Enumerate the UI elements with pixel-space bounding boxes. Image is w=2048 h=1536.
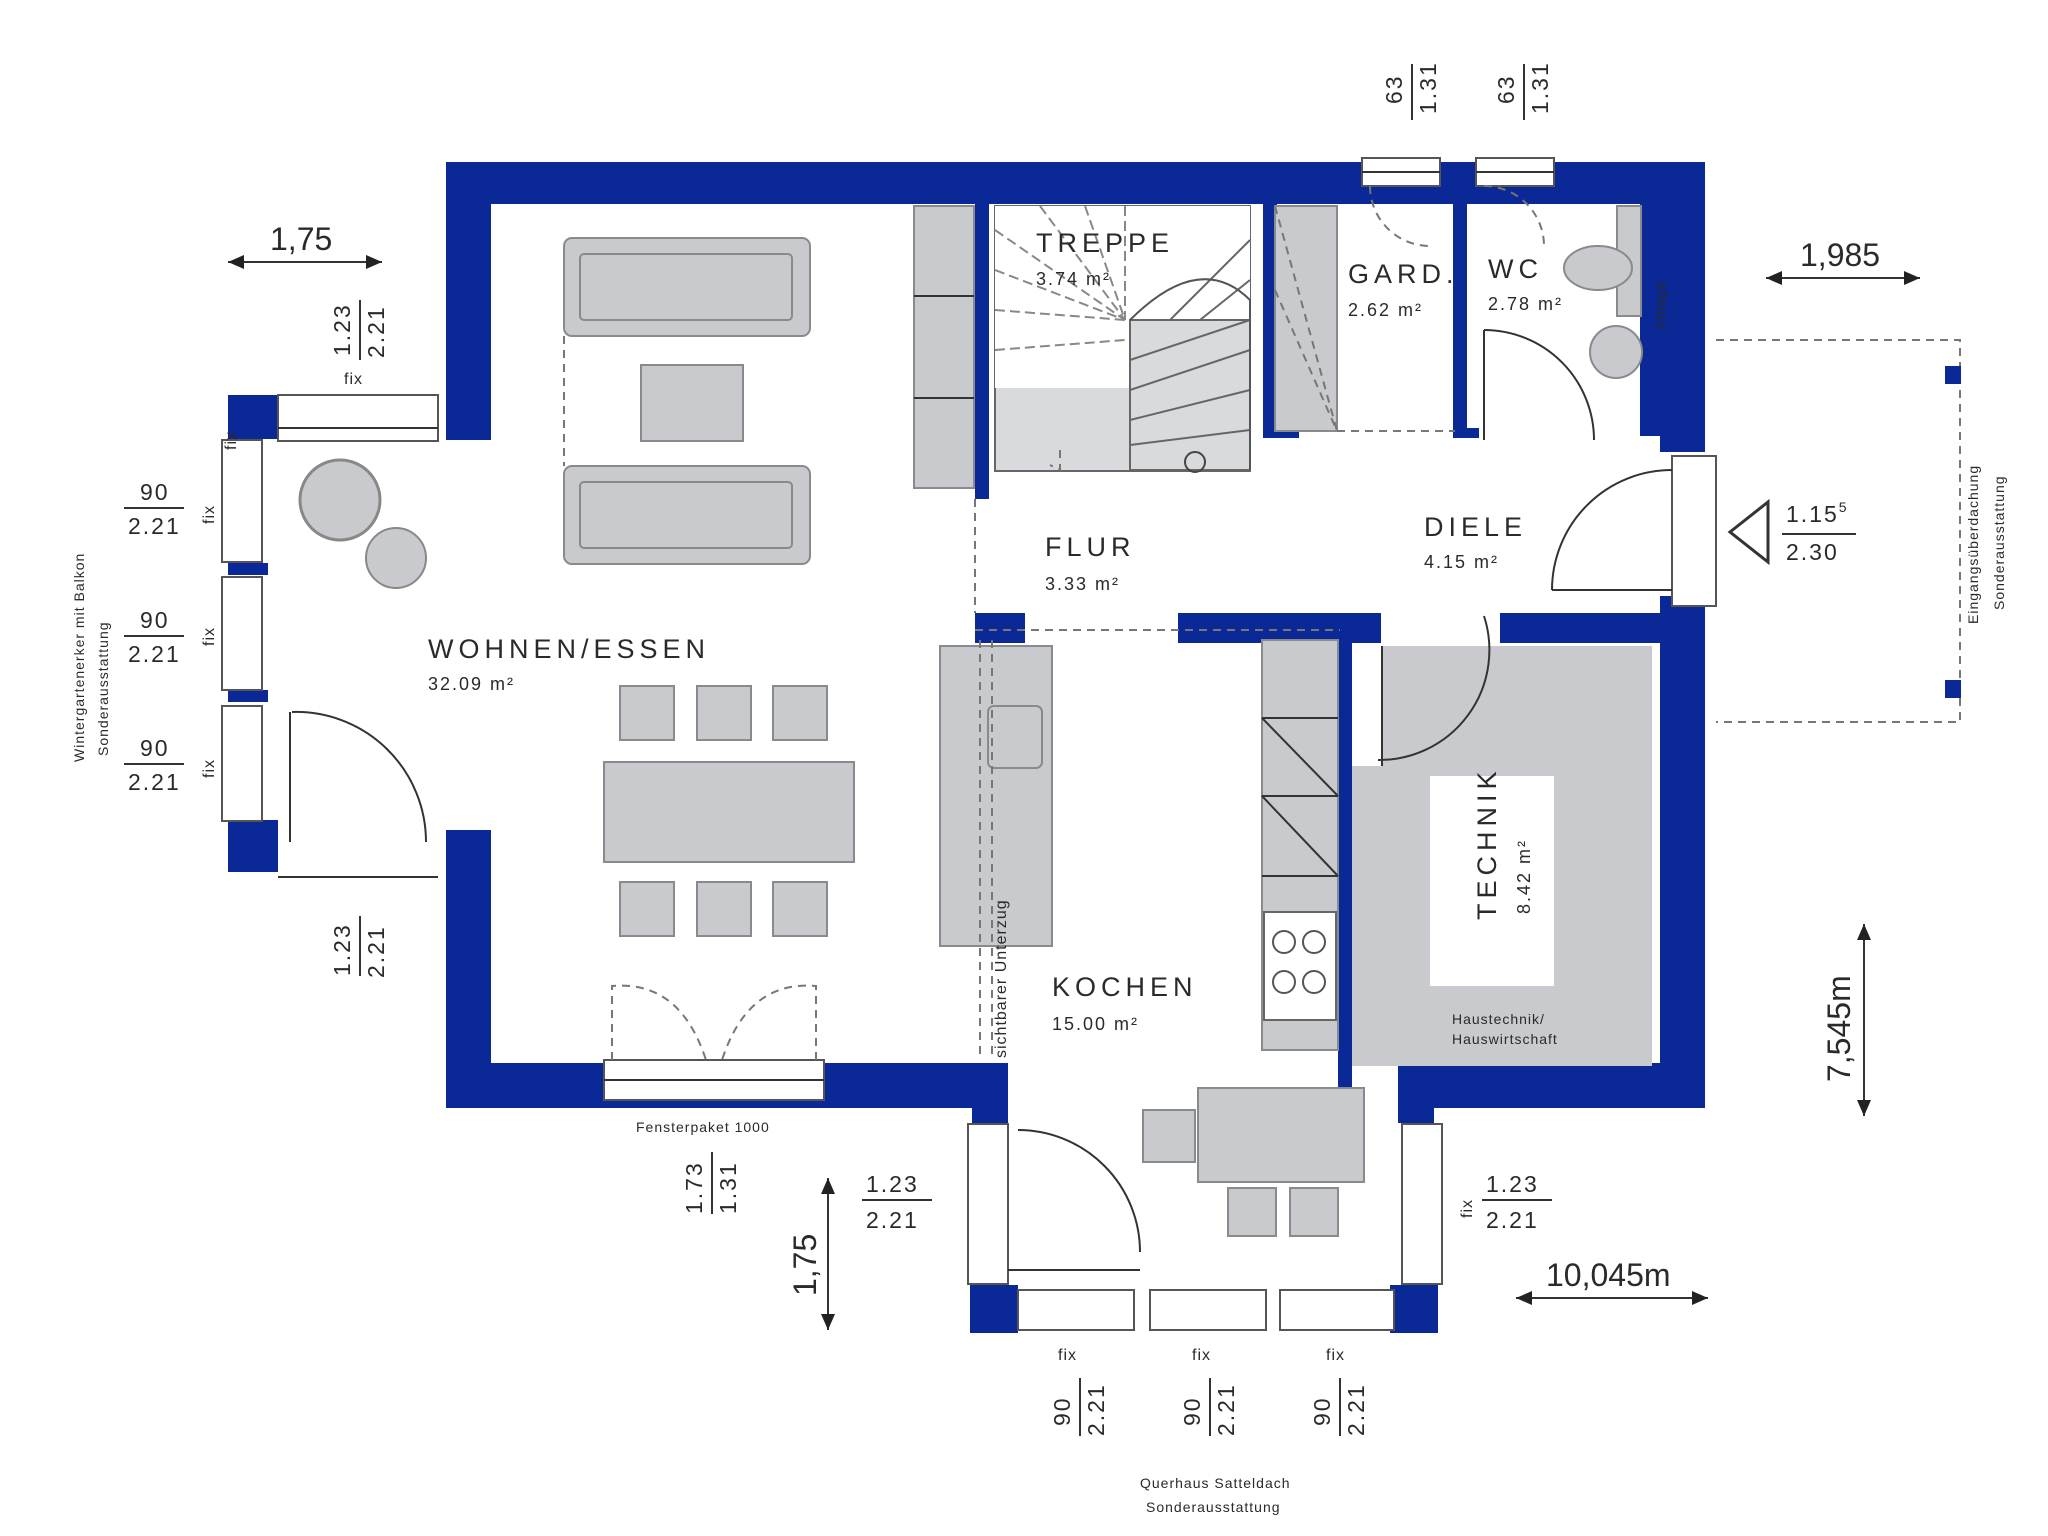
top-windows: [1361, 157, 1555, 247]
window-dimensions: 63 1.31 63 1.31 1.23 2.21 fix 90 2.21 fi…: [124, 61, 1553, 1436]
room-name-gard: GARD.: [1348, 259, 1459, 289]
room-area-flur: 3.33 m²: [1045, 574, 1120, 594]
win-kitchen-left-bottom: 2.21: [866, 1207, 919, 1233]
room-name-wc: WC: [1488, 254, 1543, 284]
room-name-diele: DIELE: [1424, 512, 1527, 542]
room-name-treppe: TREPPE: [1036, 228, 1174, 258]
kitchen-furniture: [913, 205, 1365, 1237]
win-left-bottom-top: 1.23: [329, 923, 355, 976]
dim-right-height: 7,545m: [1821, 975, 1857, 1082]
win-bottom-2-top: 90: [1179, 1396, 1205, 1426]
fix-label: fix: [201, 505, 218, 524]
win-bottom-3-bottom: 2.21: [1343, 1383, 1369, 1436]
wintergarten-line-2: Sonderausstattung: [95, 621, 111, 756]
win-top-1-bottom: 1.31: [1415, 61, 1441, 114]
win-bottom-2-bottom: 2.21: [1213, 1383, 1239, 1436]
room-name-flur: FLUR: [1045, 532, 1136, 562]
eingang-line-2: Sonderausstattung: [1991, 475, 2007, 610]
living-furniture: [298, 237, 811, 589]
dim-top-right-width: 1,985: [1800, 237, 1880, 273]
win-left-top-bottom: 2.21: [363, 305, 389, 358]
notes: Wintergartenerker mit Balkon Sonderausst…: [71, 465, 2007, 1515]
entry: [974, 339, 1961, 762]
fensterpaket-label: Fensterpaket 1000: [636, 1119, 770, 1135]
fix-label: fix: [1326, 1347, 1345, 1364]
haustechnik-line-1: Haustechnik/: [1452, 1011, 1545, 1027]
querhaus-line-2: Sonderausstattung: [1146, 1499, 1281, 1515]
dim-bottom-width: 10,045m: [1546, 1257, 1671, 1293]
room-name-technik: TECHNIK: [1472, 766, 1502, 920]
win-top-2-top: 63: [1493, 74, 1519, 104]
fix-label: fix: [1192, 1347, 1211, 1364]
unterzug-label: sichtbarer Unterzug: [993, 899, 1010, 1058]
room-name-wohnen: WOHNEN/ESSEN: [428, 634, 710, 664]
room-area-wc: 2.78 m²: [1488, 294, 1563, 314]
room-name-kochen: KOCHEN: [1052, 972, 1198, 1002]
fix-label: fix: [201, 759, 218, 778]
fix-label: fix: [1058, 1347, 1077, 1364]
fix-label: fix: [1459, 1199, 1476, 1218]
win-kitchen-left-top: 1.23: [866, 1171, 919, 1197]
win-left-top-top: 1.23: [329, 303, 355, 356]
win-fenster-bottom: 1.31: [715, 1161, 741, 1214]
wc-fixtures: Ablage: [1483, 205, 1668, 441]
win-kitchen-right-bottom: 2.21: [1486, 1207, 1539, 1233]
win-top-2-bottom: 1.31: [1527, 61, 1553, 114]
staircase: [994, 205, 1251, 473]
wintergarten-line-1: Wintergartenerker mit Balkon: [71, 553, 87, 762]
bottom-windows: [603, 984, 1443, 1331]
win-left-2-bottom: 2.21: [128, 641, 181, 667]
win-bottom-1-bottom: 2.21: [1083, 1383, 1109, 1436]
win-left-2-top: 90: [140, 607, 170, 633]
win-left-1-bottom: 2.21: [128, 513, 181, 539]
eingang-line-1: Eingangsüberdachung: [1965, 465, 1981, 624]
room-area-treppe: 3.74 m²: [1036, 269, 1111, 289]
fix-label: fix: [201, 627, 218, 646]
room-area-gard: 2.62 m²: [1348, 300, 1423, 320]
room-area-diele: 4.15 m²: [1424, 552, 1499, 572]
technik-area: [1352, 646, 1652, 1066]
wardrobe: [1274, 205, 1455, 432]
left-bay: [221, 394, 439, 878]
dim-top-left-width: 1,75: [270, 221, 332, 257]
win-top-1-top: 63: [1381, 74, 1407, 104]
win-bottom-1-top: 90: [1049, 1396, 1075, 1426]
room-area-wohnen: 32.09 m²: [428, 674, 515, 694]
win-kitchen-right-top: 1.23: [1486, 1171, 1539, 1197]
win-left-bottom-bottom: 2.21: [363, 925, 389, 978]
win-left-1-top: 90: [140, 479, 170, 505]
win-bottom-3-top: 90: [1309, 1396, 1335, 1426]
win-left-3-top: 90: [140, 735, 170, 761]
room-area-technik: 8.42 m²: [1514, 839, 1534, 914]
fix-label: fix: [344, 371, 363, 388]
ablage-label: Ablage: [1652, 280, 1668, 330]
dim-entry-2: 2.30: [1786, 539, 1839, 565]
querhaus-line-1: Querhaus Satteldach: [1140, 1475, 1291, 1491]
fix-label: fix: [223, 431, 240, 450]
dining-furniture: [603, 685, 855, 937]
overall-dimensions: 1,75 1,985 7,545m 10,045m 1,75 1.155 2.3…: [228, 221, 1920, 1330]
dim-bottom-height: 1,75: [787, 1234, 823, 1296]
dim-entry-1: 1.155: [1786, 499, 1849, 527]
win-left-3-bottom: 2.21: [128, 769, 181, 795]
win-fenster-top: 1.73: [681, 1161, 707, 1214]
haustechnik-line-2: Hauswirtschaft: [1452, 1031, 1558, 1047]
room-area-kochen: 15.00 m²: [1052, 1014, 1139, 1034]
room-labels: WOHNEN/ESSEN 32.09 m² TREPPE 3.74 m² GAR…: [428, 228, 1563, 1135]
